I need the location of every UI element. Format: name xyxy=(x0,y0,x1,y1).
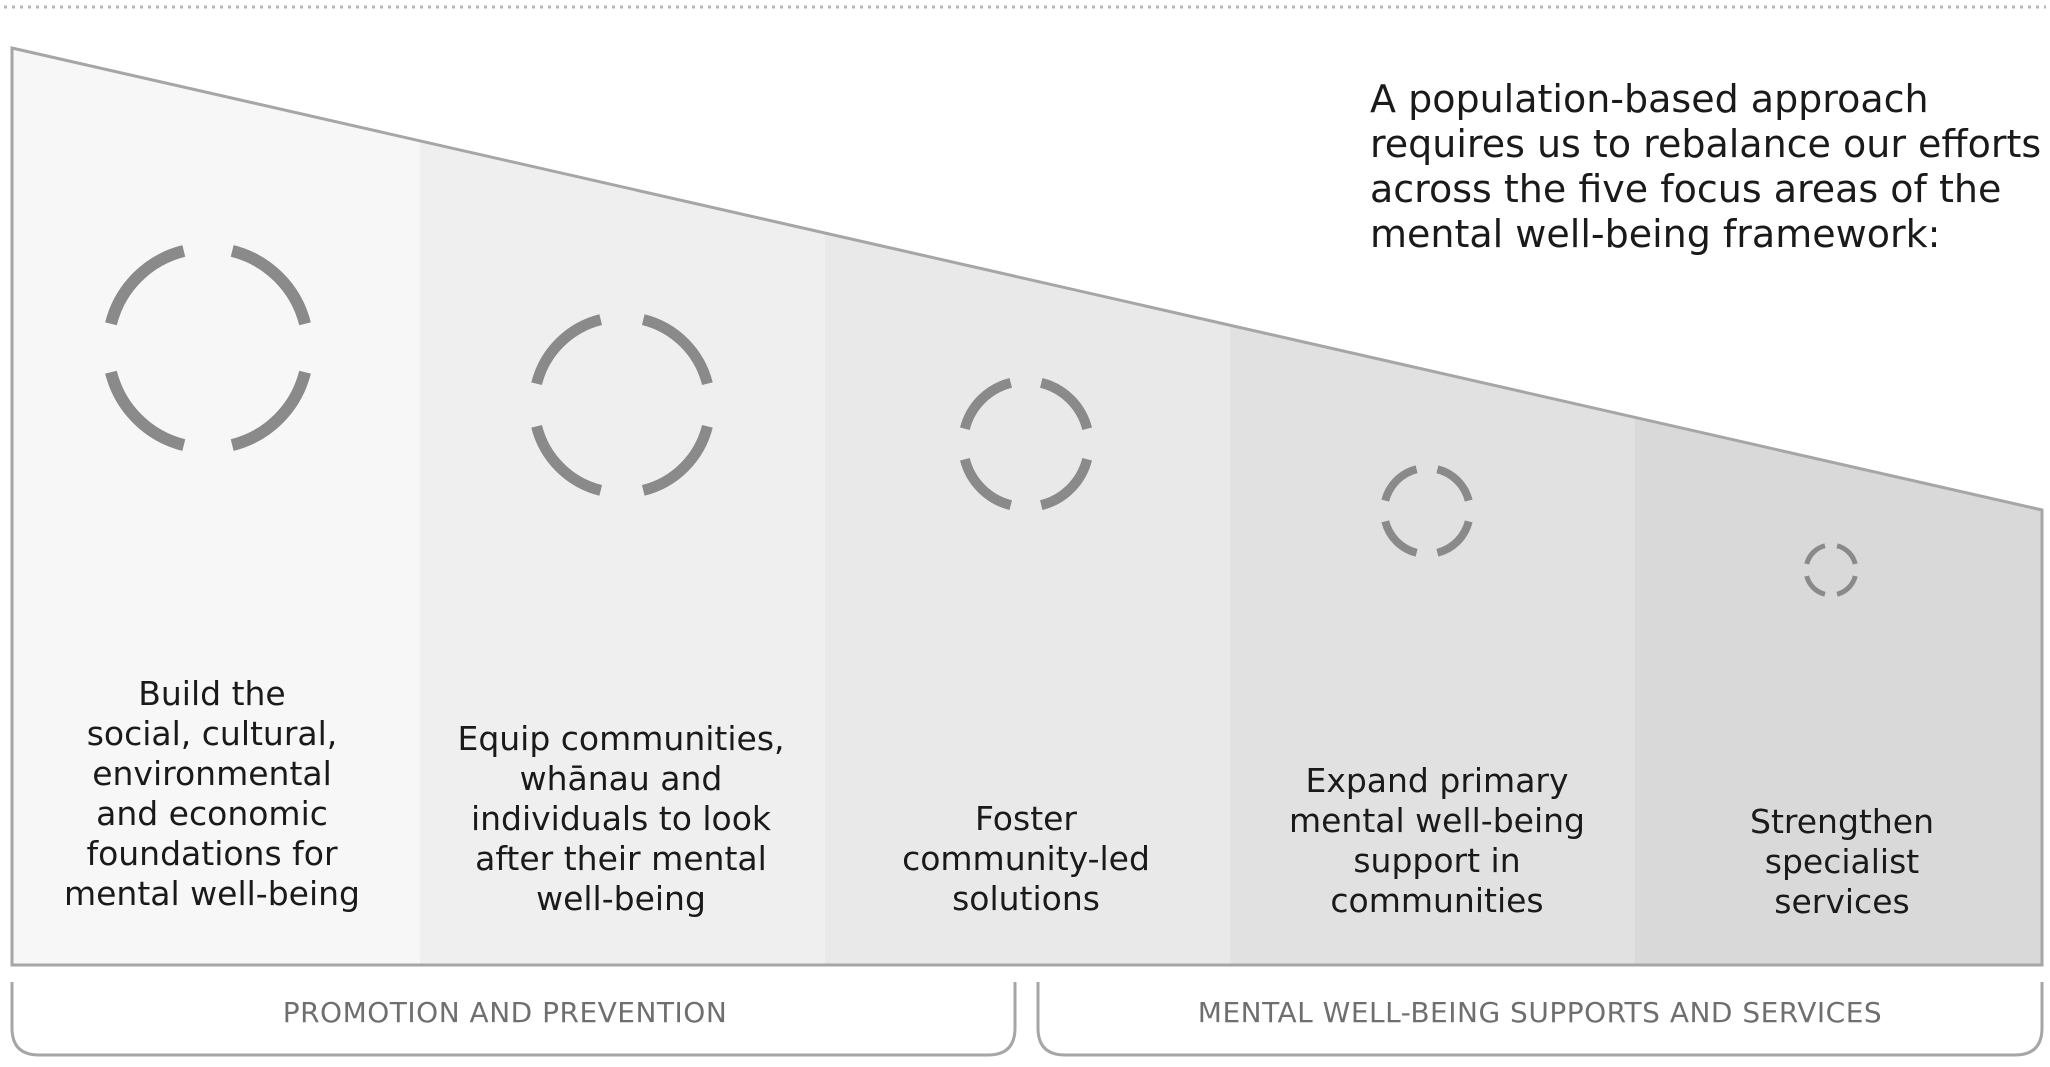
focus-area-label-line: communities xyxy=(1330,881,1543,920)
intro-line: A population-based approach xyxy=(1370,77,1929,121)
focus-area-label-line: whānau and xyxy=(520,759,723,798)
bracket-supports-services xyxy=(1036,982,2044,1057)
focus-ring-arc xyxy=(960,457,1013,510)
focus-area-label-line: services xyxy=(1774,882,1909,921)
focus-ring-arc xyxy=(531,314,603,386)
focus-area-band xyxy=(12,48,420,965)
focus-area-label-line: Build the xyxy=(138,674,286,713)
intro-line: mental well-being framework: xyxy=(1370,212,1940,256)
focus-area-label-line: individuals to look xyxy=(471,799,772,838)
focus-area-label-line: environmental xyxy=(92,754,332,793)
focus-ring-arc xyxy=(105,245,186,326)
focus-ring-arc xyxy=(105,370,186,451)
focus-ring-arc xyxy=(1804,575,1826,597)
focus-ring-arc xyxy=(1804,543,1826,565)
focus-ring-arc xyxy=(1039,457,1092,510)
focus-area-label-line: specialist xyxy=(1765,842,1920,881)
focus-ring-arc xyxy=(641,424,713,496)
group-label-supports-services: MENTAL WELL-BEING SUPPORTS AND SERVICES xyxy=(1198,996,1882,1029)
focus-ring-arc xyxy=(1436,520,1473,557)
focus-ring-arc xyxy=(230,245,311,326)
focus-area-label-line: after their mental xyxy=(475,839,767,878)
focus-area-label-line: Expand primary xyxy=(1305,761,1568,800)
focus-area-label-line: Foster xyxy=(975,799,1077,838)
focus-ring-icon xyxy=(531,314,713,496)
focus-ring-arc xyxy=(1381,520,1418,557)
focus-area-label-line: and economic xyxy=(96,794,328,833)
intro-line: across the five focus areas of the xyxy=(1370,167,2001,211)
focus-area-label-line: solutions xyxy=(952,879,1100,918)
focus-ring-icon xyxy=(1381,465,1473,557)
focus-ring-arc xyxy=(1836,543,1858,565)
focus-ring-arc xyxy=(1039,378,1092,431)
focus-area-rings xyxy=(105,245,1858,597)
focus-ring-icon xyxy=(1804,543,1858,597)
focus-area-label-line: mental well-being xyxy=(1289,801,1585,840)
focus-ring-arc xyxy=(230,370,311,451)
focus-area-label-line: social, cultural, xyxy=(87,714,338,753)
intro-paragraph: A population-based approach requires us … xyxy=(1370,77,2050,256)
intro-line: requires us to rebalance our efforts xyxy=(1370,122,2041,166)
focus-area-label-line: mental well-being xyxy=(64,874,360,913)
group-label-promotion-prevention: PROMOTION AND PREVENTION xyxy=(283,996,728,1029)
focus-area-label-line: well-being xyxy=(536,879,706,918)
focus-area-label-line: foundations for xyxy=(86,834,338,873)
focus-ring-arc xyxy=(1836,575,1858,597)
focus-ring-icon xyxy=(105,245,311,451)
focus-area-label-line: Strengthen xyxy=(1750,802,1934,841)
focus-ring-arc xyxy=(531,424,603,496)
focus-area-label-line: Equip communities, xyxy=(457,719,784,758)
focus-ring-arc xyxy=(1436,465,1473,502)
focus-ring-arc xyxy=(960,378,1013,431)
focus-ring-arc xyxy=(1381,465,1418,502)
bracket-promotion-prevention xyxy=(10,982,1017,1057)
wedge-outline xyxy=(10,46,2044,967)
focus-area-label-line: community-led xyxy=(902,839,1150,878)
focus-area-label-line: support in xyxy=(1353,841,1520,880)
focus-ring-icon xyxy=(960,378,1092,510)
focus-ring-arc xyxy=(641,314,713,386)
